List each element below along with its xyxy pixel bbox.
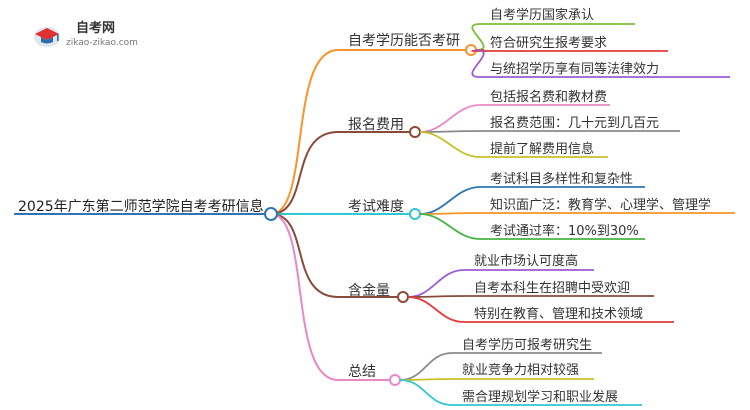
leaf-label: 提前了解费用信息 — [490, 142, 595, 157]
logo-title: 自考网 — [76, 21, 116, 36]
site-logo: 自考网 zikao-zikao.com — [32, 20, 152, 52]
leaf-connector — [407, 296, 465, 323]
leaf-connector — [419, 104, 481, 133]
branch-node — [397, 291, 409, 303]
leaf-label: 就业市场认可度高 — [474, 254, 579, 269]
branch-node — [389, 374, 401, 386]
leaf-label: 知识面广泛：教育学、心理学、管理学 — [490, 198, 712, 213]
leaf-connector — [407, 295, 465, 298]
leaf-connector — [419, 212, 481, 215]
leaf-label: 符合研究生报考要求 — [490, 36, 608, 51]
leaf-label: 自考学历可报考研究生 — [462, 338, 593, 353]
branch-label: 含金量 — [348, 283, 390, 299]
leaf-label: 特别在教育、管理和技术领域 — [474, 307, 644, 322]
leaf-label: 报名费范围：几十元到几百元 — [490, 116, 660, 131]
branch-label: 总结 — [348, 364, 376, 380]
root-topic: 2025年广东第二师范学院自考考研信息 — [18, 199, 264, 215]
branch-node — [409, 126, 421, 138]
branch-connector — [270, 49, 339, 215]
leaf-connector — [471, 49, 485, 78]
leaf-label: 考试科目多样性和复杂性 — [490, 172, 634, 187]
leaf-connector — [399, 378, 453, 381]
branch-connector — [270, 213, 339, 381]
leaf-connector — [407, 269, 465, 298]
branch-connector — [270, 213, 339, 298]
leaf-label: 需合理规划学习和职业发展 — [462, 390, 619, 405]
branch-label: 考试难度 — [348, 199, 404, 215]
leaf-label: 就业竞争力相对较强 — [462, 363, 580, 378]
leaf-label: 自考学历国家承认 — [490, 8, 595, 23]
logo-subtitle: zikao-zikao.com — [66, 38, 138, 48]
leaf-connector — [419, 186, 481, 215]
branch-connector — [270, 131, 339, 215]
leaf-label: 自考本科生在招聘中受欢迎 — [474, 281, 631, 296]
leaf-connector — [399, 352, 453, 381]
leaf-label: 与统招学历享有同等法律效力 — [490, 62, 660, 77]
leaf-connector — [399, 379, 453, 406]
leaf-label: 包括报名费和教材费 — [490, 90, 608, 105]
branch-node — [409, 208, 421, 220]
leaf-connector — [419, 130, 481, 133]
branch-label: 自考学历能否考研 — [348, 33, 460, 49]
graduation-cap-icon — [34, 27, 60, 47]
leaf-connector — [419, 213, 481, 240]
leaf-label: 考试通过率：10%到30% — [490, 224, 639, 239]
leaf-connector — [419, 131, 481, 158]
root-node — [264, 207, 278, 221]
branch-label: 报名费用 — [348, 117, 404, 133]
leaf-connector — [471, 23, 485, 51]
